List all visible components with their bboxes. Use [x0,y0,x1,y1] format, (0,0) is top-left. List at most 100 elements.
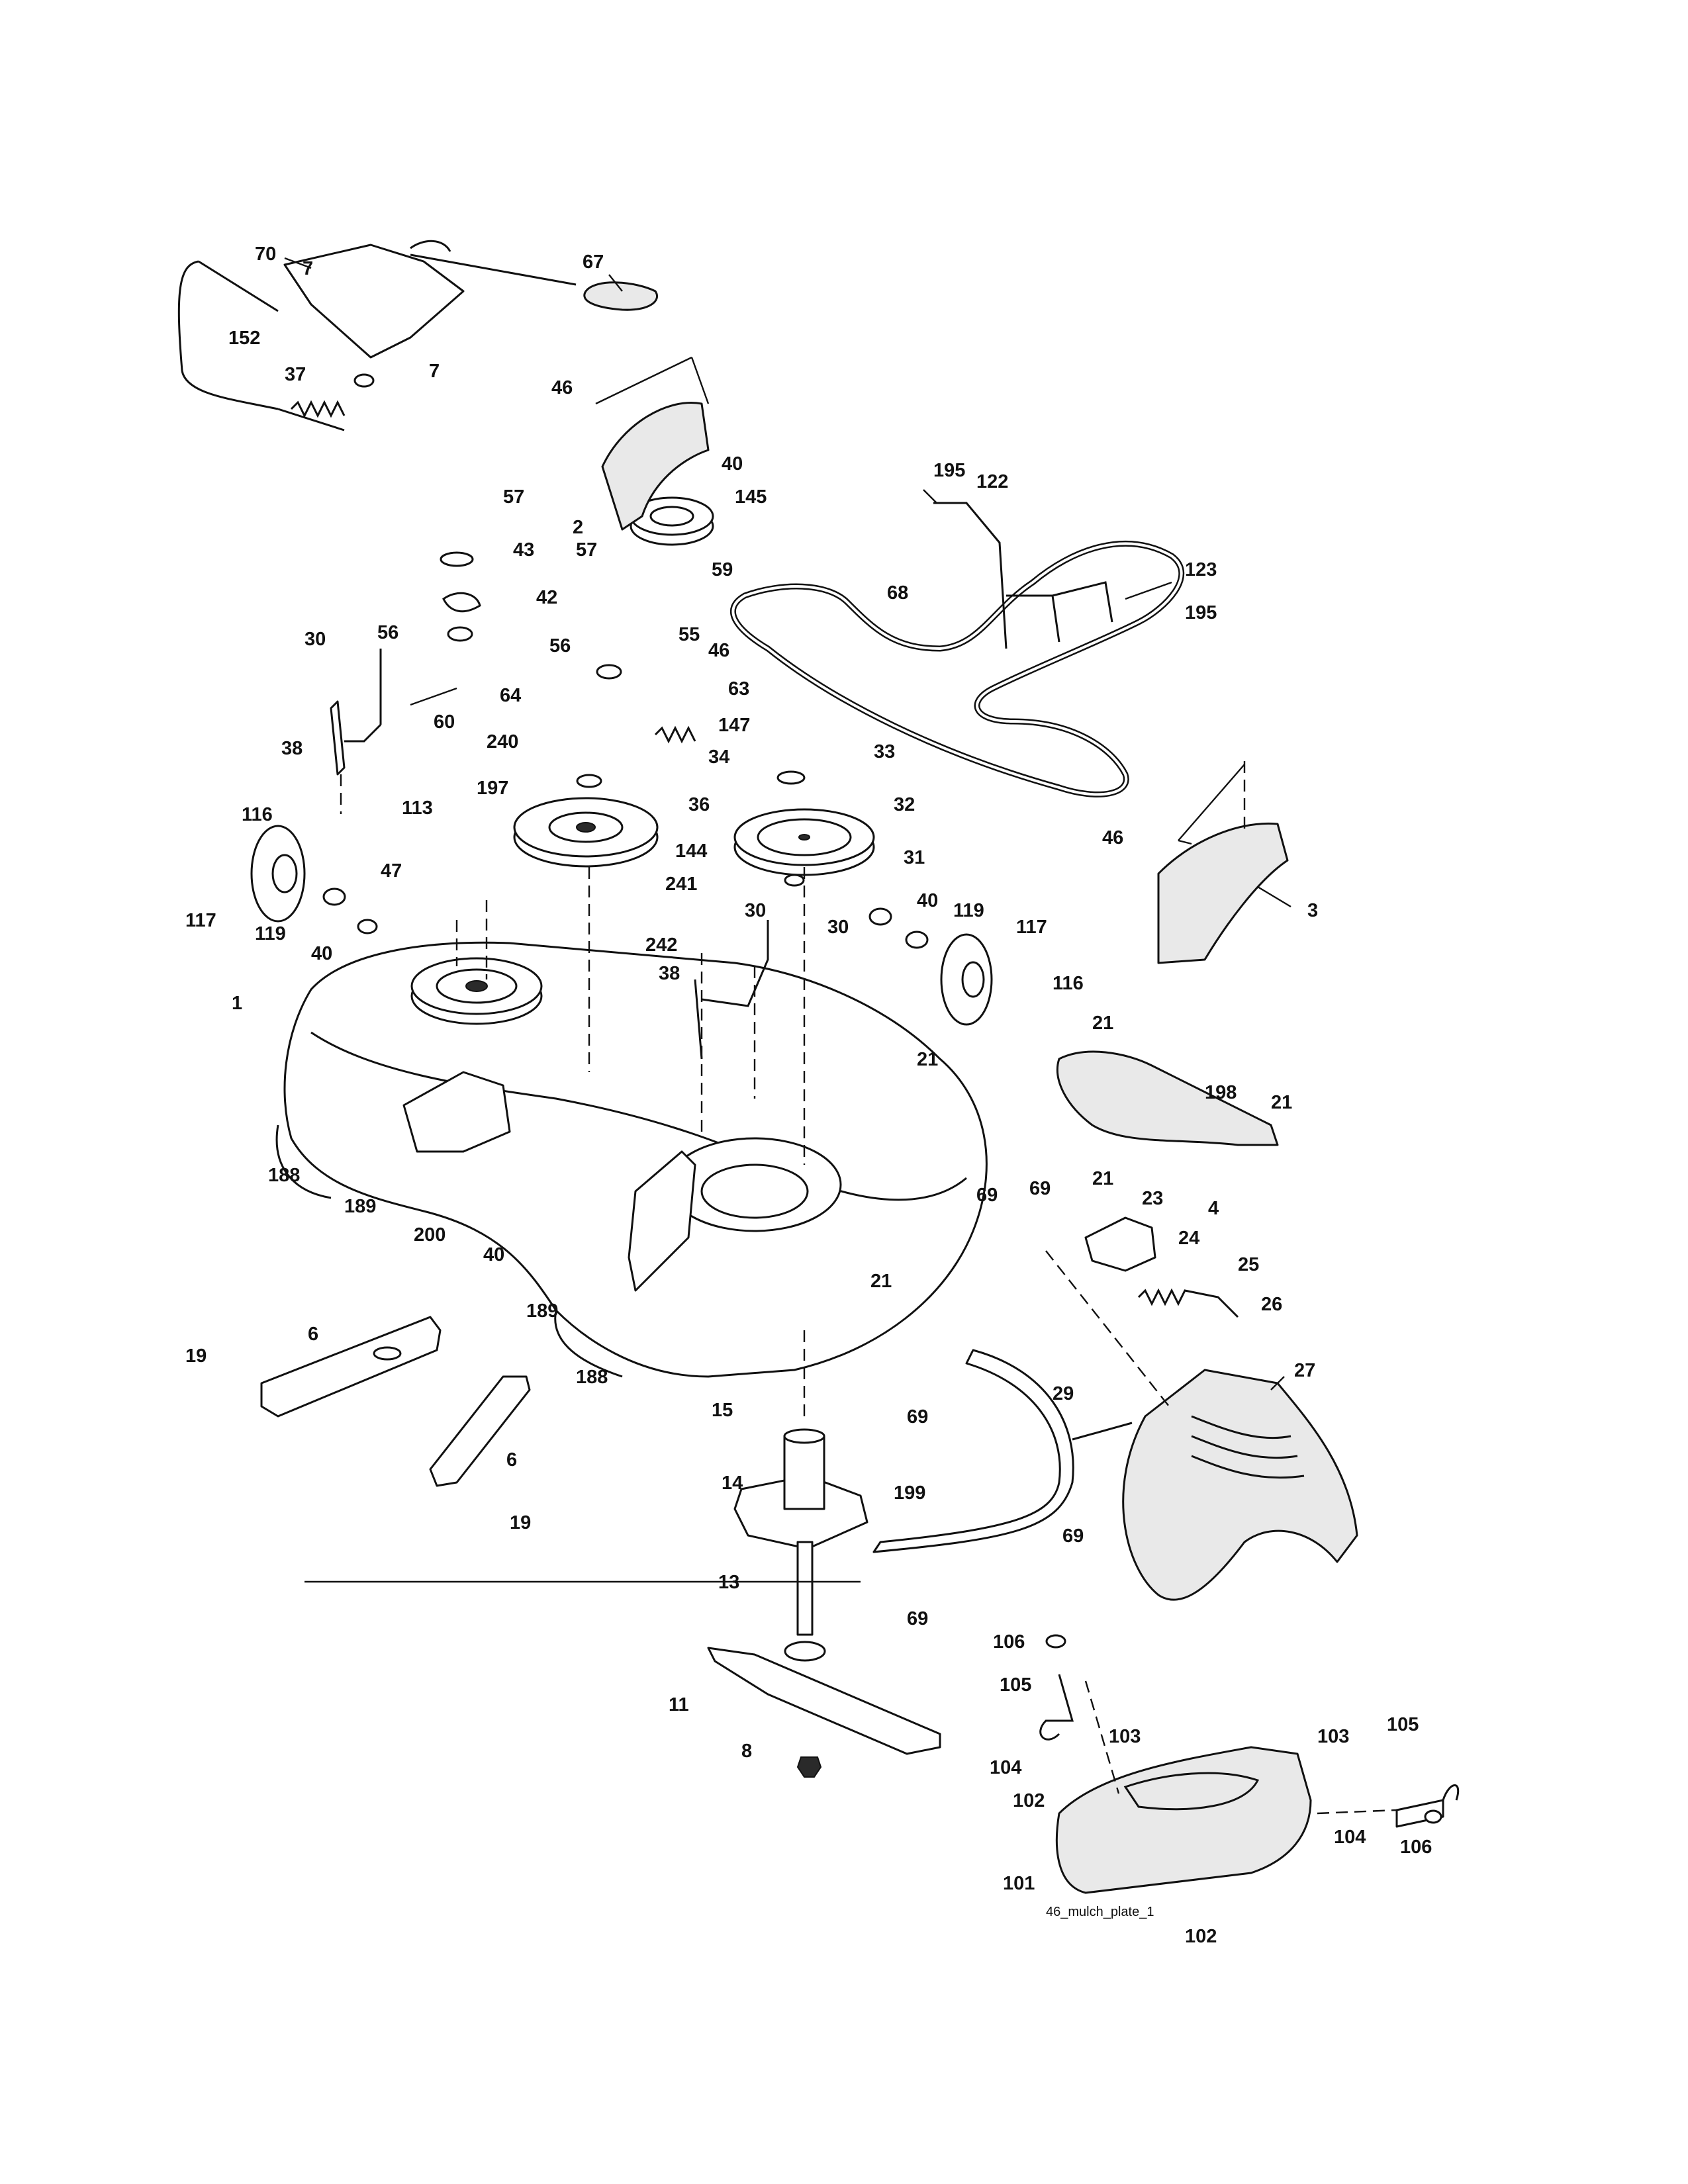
callout-240: 240 [487,731,518,752]
deck-bracket-center [628,1150,696,1292]
callout-200: 200 [414,1224,445,1246]
callout-19: 19 [185,1345,207,1367]
callout-57: 57 [576,539,597,561]
callout-11: 11 [669,1694,689,1715]
callout-24: 24 [1178,1228,1199,1249]
callout-29: 29 [1053,1383,1074,1404]
callout-7: 7 [303,258,313,279]
mower-blade-11 [707,1647,941,1755]
callout-55: 55 [679,624,700,645]
chute-bracket-23 [1084,1216,1156,1272]
callout-21: 21 [1271,1092,1292,1113]
callout-42: 42 [536,587,557,608]
callout-30: 30 [827,917,849,938]
callout-69: 69 [1029,1178,1051,1199]
deck-baffle-6-lower [429,1375,531,1487]
belt-guard-2 [601,402,710,531]
spindle-shaft-13 [784,1541,826,1662]
callout-38: 38 [659,963,680,984]
callout-69: 69 [907,1608,928,1629]
callout-27: 27 [1294,1360,1315,1381]
callout-188: 188 [576,1367,608,1388]
baffle-198 [1056,1050,1279,1146]
callout-69: 69 [907,1406,928,1428]
callout-63: 63 [728,678,749,700]
callout-67: 67 [583,251,604,273]
callout-21: 21 [1092,1013,1113,1034]
callout-25: 25 [1238,1254,1259,1275]
callout-59: 59 [712,559,733,580]
callout-147: 147 [718,715,750,736]
callout-8: 8 [741,1741,752,1762]
callout-4: 4 [1208,1198,1219,1219]
height-cable-152 [177,260,346,432]
deck-bracket-left [402,1071,511,1153]
callout-199: 199 [894,1482,925,1504]
callout-30: 30 [745,900,766,921]
idler-bracket-right [694,920,769,1060]
callout-105: 105 [1000,1674,1031,1696]
callout-6: 6 [308,1324,318,1345]
callout-105: 105 [1387,1714,1419,1735]
callout-32: 32 [894,794,915,815]
callout-103: 103 [1109,1726,1141,1747]
pulley-145 [630,496,714,546]
blade-bolt-8 [796,1756,822,1778]
callout-123: 123 [1185,559,1217,580]
leader-lines [284,257,1291,1583]
drive-belt-68 [729,540,1185,797]
callout-189: 189 [526,1300,558,1322]
springs [442,592,1239,1318]
callout-144: 144 [675,841,707,862]
callout-116: 116 [242,804,273,825]
callout-152: 152 [228,328,260,349]
callout-43: 43 [513,539,534,561]
callout-40: 40 [917,890,938,911]
callout-36: 36 [688,794,710,815]
callout-56: 56 [377,622,399,643]
pulley-32 [733,808,875,876]
diagram-caption: 46_mulch_plate_1 [1046,1905,1154,1919]
lift-bracket-70 [283,240,577,359]
callout-113: 113 [402,797,433,819]
mulch-plate-101 [1055,1746,1312,1894]
gauge-wheel-left [250,825,306,923]
callout-68: 68 [887,582,908,604]
deck-baffle-6-upper [260,1316,442,1418]
callout-242: 242 [645,934,677,956]
callout-21: 21 [870,1271,892,1292]
callout-101: 101 [1003,1873,1035,1894]
callout-70: 70 [255,244,276,265]
callout-119: 119 [255,923,286,944]
washers [322,373,929,949]
callout-122: 122 [976,471,1008,492]
belt-guide-rod [933,502,1113,649]
callout-19: 19 [510,1512,531,1533]
callout-197: 197 [477,778,508,799]
callout-46: 46 [551,377,573,398]
knob-67 [583,281,658,311]
callout-102: 102 [1185,1926,1217,1947]
callout-195: 195 [1185,602,1217,623]
callout-104: 104 [990,1757,1021,1778]
callout-30: 30 [305,629,326,650]
callout-7: 7 [429,361,440,382]
callout-47: 47 [381,860,402,882]
callout-15: 15 [712,1400,733,1421]
callout-13: 13 [718,1572,739,1593]
callout-106: 106 [993,1631,1025,1653]
callout-102: 102 [1013,1790,1045,1811]
belt-guard-3 [1157,822,1289,964]
deck-pulley [410,957,543,1025]
callout-23: 23 [1142,1188,1163,1209]
spindle-housing-14 [733,1428,868,1550]
callout-116: 116 [1053,973,1084,994]
curved-baffle-199 [872,1349,1074,1553]
callout-2: 2 [573,517,583,538]
callout-40: 40 [722,453,743,475]
callout-117: 117 [1016,917,1047,938]
callout-6: 6 [506,1449,517,1471]
pin-assembly-left [1039,1634,1074,1741]
callout-57: 57 [503,486,524,508]
idler-pulley-36 [513,797,659,868]
